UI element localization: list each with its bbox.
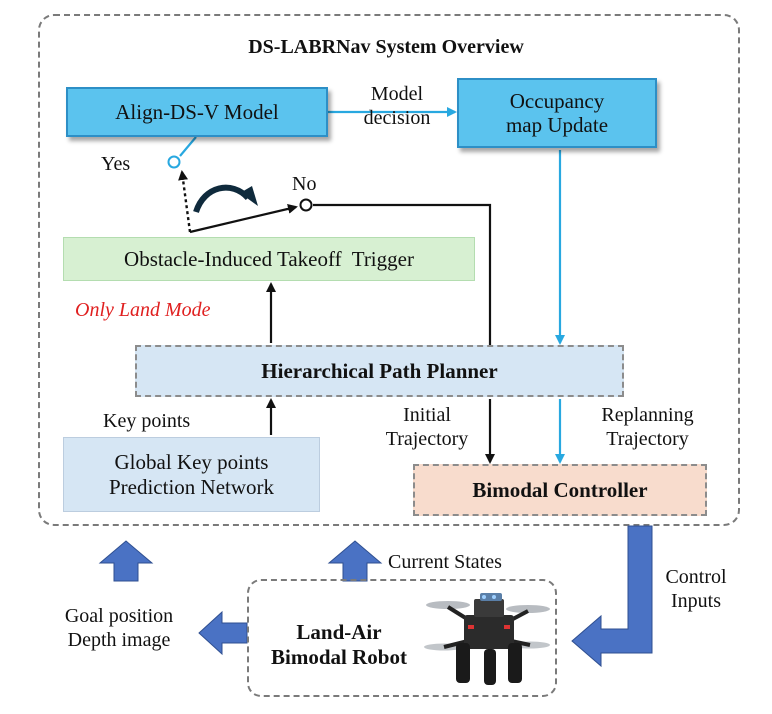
keypoints-network-line1: Global Key points [114, 450, 269, 475]
model-decision-label: Model decision [352, 82, 442, 130]
current-states-label: Current States [388, 551, 502, 573]
left-arrow-outputs [198, 610, 248, 656]
model-decision-line2: decision [363, 107, 431, 129]
diagram-title: DS-LABRNav System Overview [248, 36, 524, 58]
robot-label: Land-Air Bimodal Robot [254, 620, 424, 670]
path-planner-label: Hierarchical Path Planner [261, 358, 498, 383]
no-node [299, 198, 313, 212]
occupancy-map-box: Occupancy map Update [457, 78, 657, 148]
up-arrow-left [98, 540, 154, 582]
no-label: No [292, 173, 317, 195]
replanning-trajectory-label: Replanning Trajectory [580, 403, 715, 451]
key-points-label: Key points [103, 410, 191, 432]
control-inputs-arrow [571, 525, 653, 668]
initial-trajectory-line2: Trajectory [385, 428, 469, 450]
bimodal-controller-box: Bimodal Controller [413, 464, 707, 516]
yes-label: Yes [101, 153, 131, 175]
replanning-trajectory-line2: Trajectory [606, 428, 689, 450]
occupancy-label-line1: Occupancy [509, 88, 605, 113]
robot-frame [247, 579, 557, 697]
only-land-mode-label: Only Land Mode [75, 299, 211, 321]
robot-outputs-label: Goal position Depth image [44, 604, 194, 652]
takeoff-trigger-label: Obstacle-Induced Takeoff Trigger [124, 246, 414, 271]
occupancy-label-line2: map Update [505, 113, 609, 137]
yes-node [167, 155, 181, 169]
keypoints-network-line2: Prediction Network [108, 474, 275, 499]
path-planner-box: Hierarchical Path Planner [135, 345, 624, 397]
control-inputs-label: Control Inputs [656, 565, 736, 613]
model-decision-line1: Model [370, 83, 424, 105]
no-to-planner-line [313, 203, 492, 345]
control-inputs-line2: Inputs [671, 590, 721, 612]
replanning-trajectory-line1: Replanning [601, 404, 694, 426]
goal-position-label: Goal position [64, 605, 174, 627]
control-inputs-line1: Control [665, 566, 727, 588]
robot-image [424, 593, 550, 685]
robot-label-line2: Bimodal Robot [271, 645, 407, 670]
takeoff-trigger-box: Obstacle-Induced Takeoff Trigger [63, 237, 475, 281]
initial-trajectory-line1: Initial [403, 404, 451, 426]
initial-trajectory-label: Initial Trajectory [372, 403, 482, 451]
align-model-label: Align-DS-V Model [115, 99, 279, 124]
switch-lever-no [189, 203, 298, 234]
robot-label-line1: Land-Air [296, 620, 382, 644]
switch-lever-yes [178, 170, 192, 233]
depth-image-label: Depth image [67, 629, 171, 651]
align-ds-v-model-box: Align-DS-V Model [66, 87, 328, 137]
keypoints-network-box: Global Key points Prediction Network [63, 437, 320, 512]
system-overview-frame [38, 14, 740, 526]
rotation-arrow-icon [193, 184, 251, 214]
yes-connector [179, 136, 197, 157]
up-arrow-middle [327, 540, 383, 582]
bimodal-controller-label: Bimodal Controller [472, 477, 648, 502]
